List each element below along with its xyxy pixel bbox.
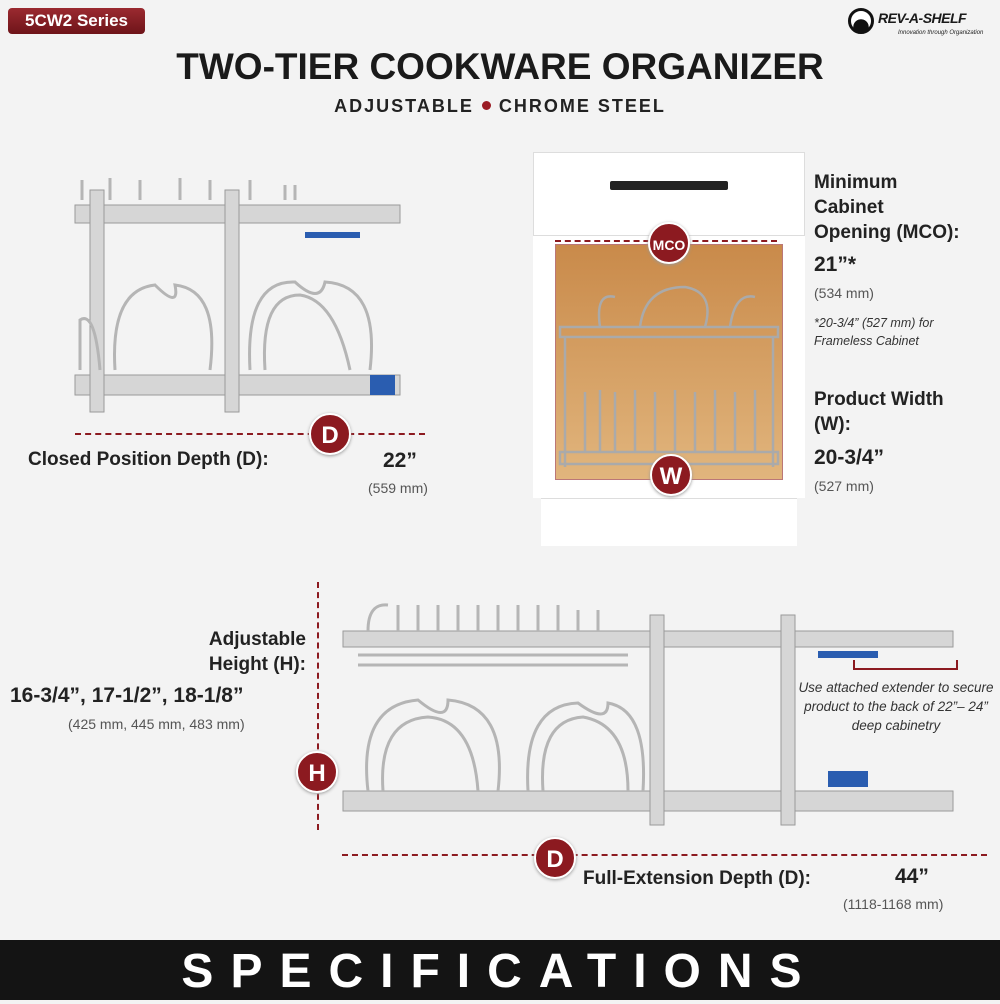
closed-depth-metric: (559 mm) [368,480,428,496]
mco-marker: MCO [648,222,690,264]
height-values: 16-3/4”, 17-1/2”, 18-1/8” [10,684,244,707]
extender-bracket [853,660,958,670]
extended-rack-image [342,603,954,826]
width-label: Product Width (W): [814,387,944,437]
subtitle: ADJUSTABLE CHROME STEEL [0,96,1000,117]
full-depth-dimension-line [342,854,987,856]
subtitle-material: CHROME STEEL [498,96,666,116]
closed-rack-image [74,178,401,413]
width-value: 20-3/4” [814,446,885,469]
page-title: TWO-TIER COOKWARE ORGANIZER [176,46,824,87]
full-depth-label: Full-Extension Depth (D): [583,868,811,889]
logo-icon [848,8,874,34]
full-depth-metric: (1118-1168 mm) [843,896,944,912]
mco-label: Minimum Cabinet Opening (MCO): [814,170,960,245]
closed-depth-value: 22” [383,449,417,472]
height-marker: H [296,751,338,793]
logo-tagline: Innovation through Organization [898,30,984,36]
full-depth-value: 44” [895,865,929,888]
logo-text: REV-A-SHELF [878,10,967,26]
closed-depth-marker: D [309,413,351,455]
height-dimension-line [317,582,319,830]
frameless-note: *20-3/4” (527 mm) for Frameless Cabinet [814,314,933,350]
extender-note: Use attached extender to secure product … [798,680,994,733]
height-label-line: Height (H): [208,654,306,675]
bullet-icon [481,101,491,110]
height-metric: (425 mm, 445 mm, 483 mm) [68,716,245,732]
height-label-line: Adjustable [208,629,306,650]
drawer-handle [610,181,728,190]
mco-metric: (534 mm) [814,285,874,301]
brand-logo: REV-A-SHELF Innovation through Organizat… [848,8,994,42]
series-badge: 5CW2 Series [8,8,145,34]
height-label: Adjustable Height (H): [191,627,306,677]
mco-label-line: Minimum [814,172,898,193]
installed-rack [558,285,780,467]
frameless-note-line: *20-3/4” (527 mm) for [814,316,934,330]
mco-value: 21”* [814,253,857,276]
mco-label-line: Cabinet [814,197,884,218]
width-metric: (527 mm) [814,478,874,494]
width-marker: W [650,454,692,496]
subtitle-adjustable: ADJUSTABLE [334,96,474,116]
full-depth-marker: D [534,837,576,879]
width-label-line: Product Width [814,389,944,410]
closed-depth-label: Closed Position Depth (D): [28,449,269,470]
closed-depth-dimension-line [75,433,425,435]
mco-label-line: Opening (MCO): [814,222,960,243]
frameless-note-line: Frameless Cabinet [814,334,919,348]
specifications-banner: SPECIFICATIONS [0,940,1000,1000]
width-label-line: (W): [814,414,851,435]
